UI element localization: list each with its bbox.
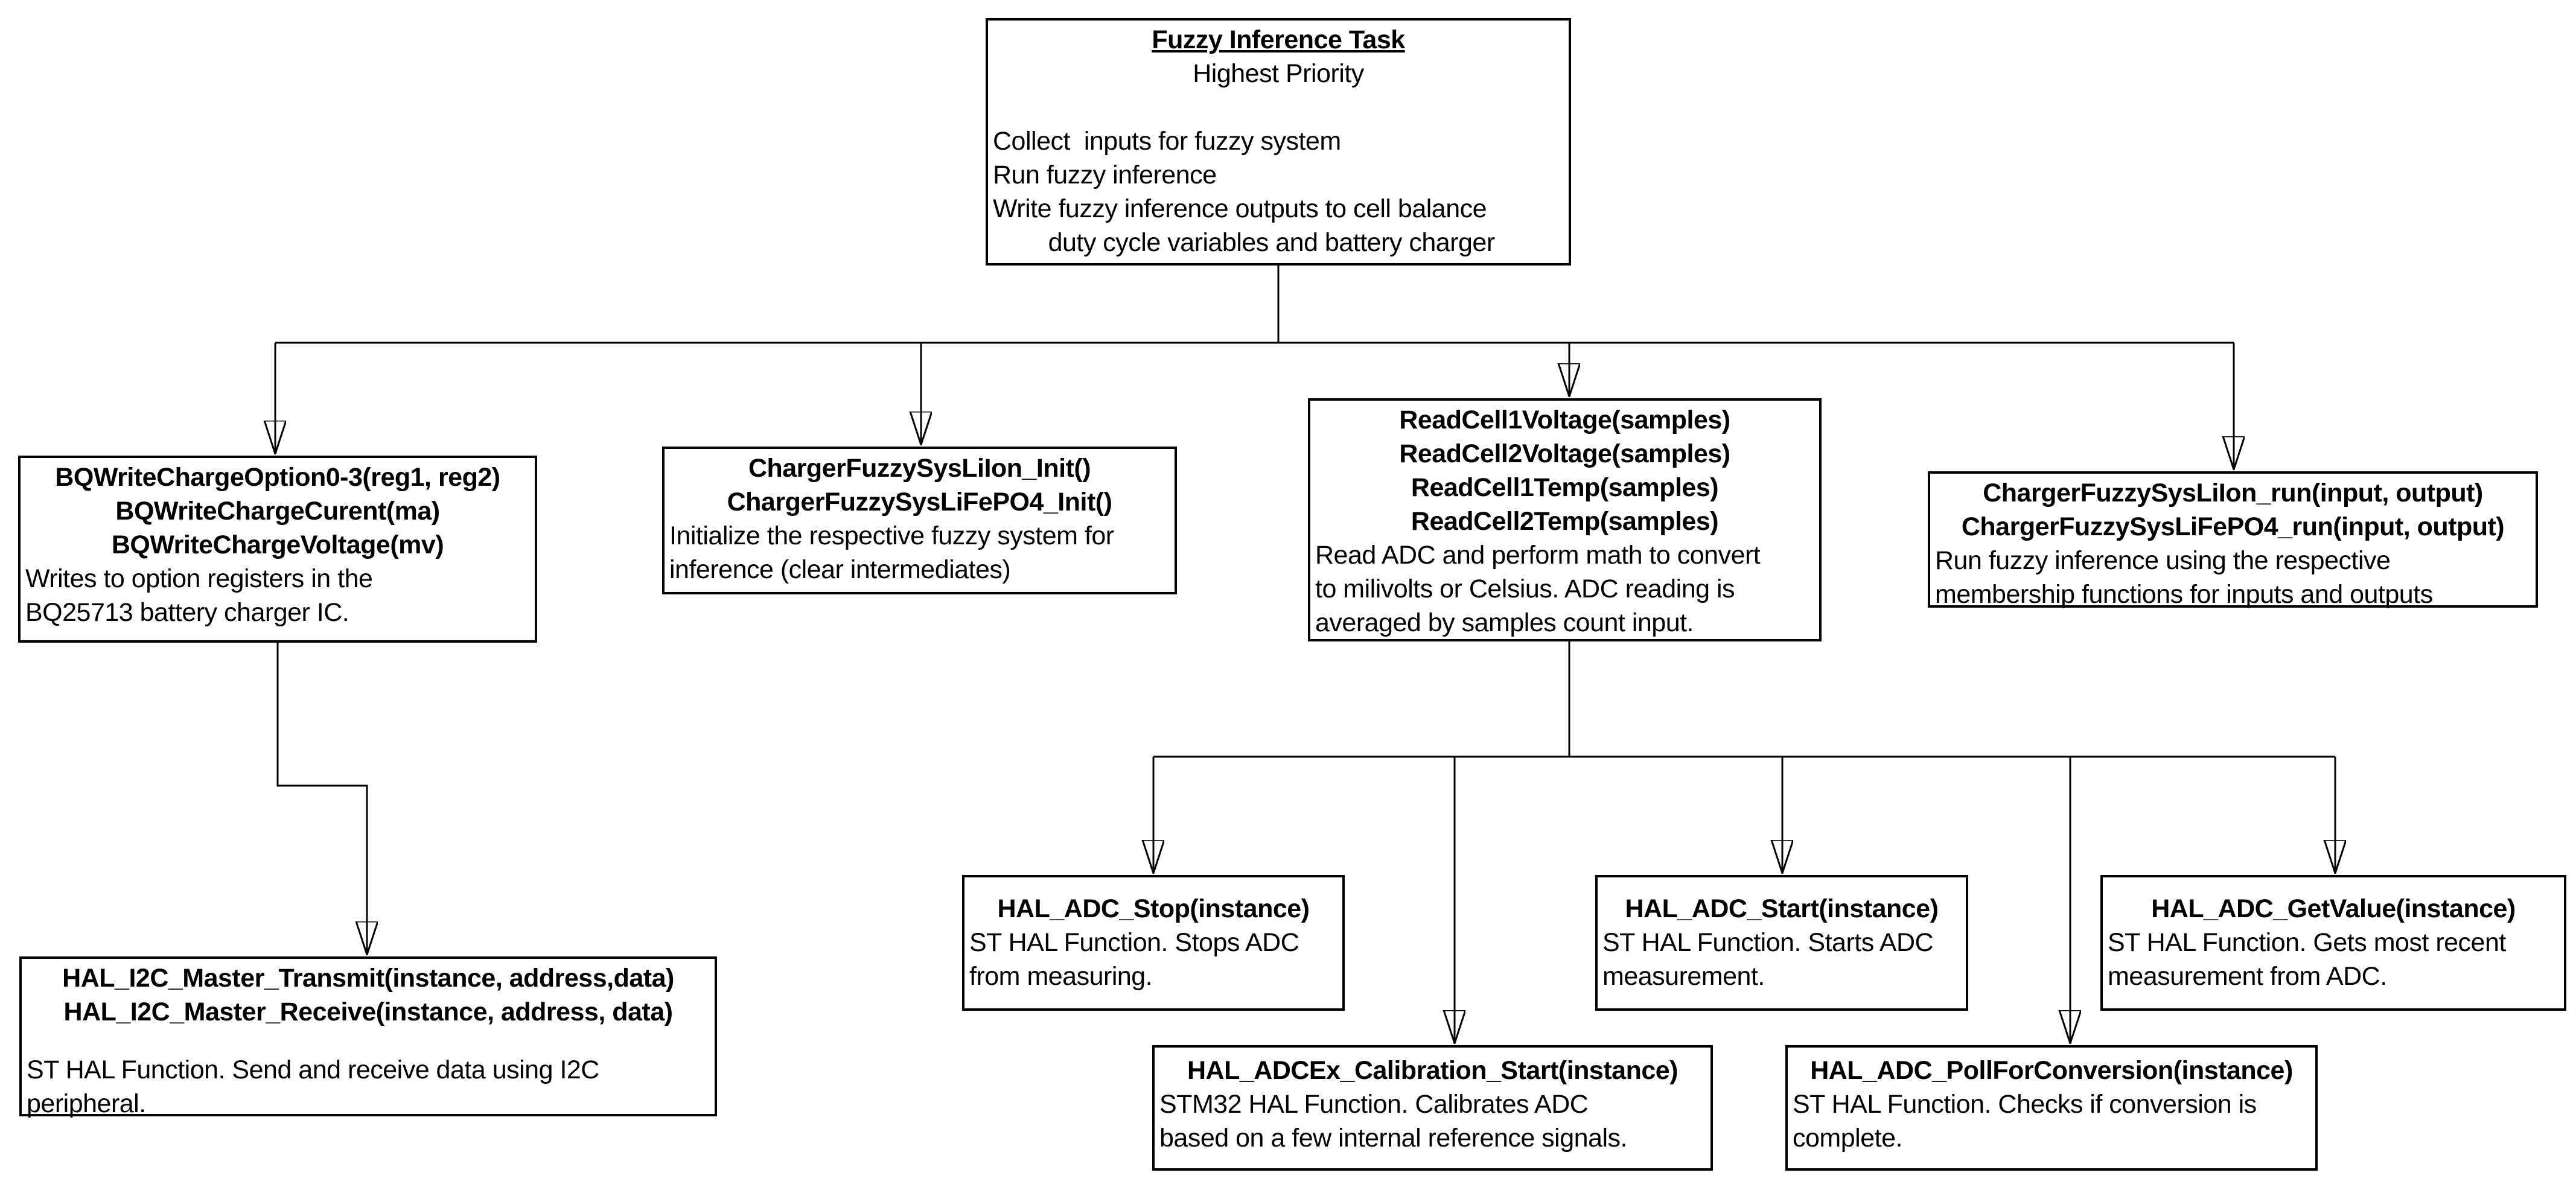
node-title: Fuzzy Inference Task — [1152, 25, 1405, 54]
arrow-bqwrite-to-hal-i2c — [276, 643, 367, 953]
node-title: BQWriteChargeOption0-3(reg1, reg2) BQWri… — [55, 463, 500, 559]
node-hal-adc-start: HAL_ADC_Start(instance) ST HAL Function.… — [1595, 875, 1968, 1011]
node-hal-adcex-calibration-start: HAL_ADCEx_Calibration_Start(instance) ST… — [1152, 1045, 1713, 1171]
node-hal-i2c: HAL_I2C_Master_Transmit(instance, addres… — [19, 956, 717, 1118]
node-hal-adc-stop: HAL_ADC_Stop(instance) ST HAL Function. … — [962, 875, 1345, 1011]
node-body: Collect inputs for fuzzy system Run fuzz… — [993, 127, 1495, 257]
node-title: HAL_I2C_Master_Transmit(instance, addres… — [62, 964, 674, 1026]
node-body: ST HAL Function. Send and receive data u… — [27, 1055, 599, 1118]
node-title: HAL_ADC_Start(instance) — [1625, 894, 1939, 923]
node-body: ST HAL Function. Checks if conversion is… — [1793, 1090, 2257, 1153]
node-body: STM32 HAL Function. Calibrates ADC based… — [1159, 1090, 1627, 1153]
node-subtitle: Highest Priority — [1193, 59, 1364, 88]
node-body: Read ADC and perform math to convert to … — [1315, 541, 1761, 637]
node-title: ChargerFuzzySysLiIon_run(input, output) … — [1961, 479, 2505, 541]
node-body: Initialize the respective fuzzy system f… — [669, 521, 1114, 584]
node-title: HAL_ADCEx_Calibration_Start(instance) — [1187, 1056, 1679, 1085]
node-body: Run fuzzy inference using the respective… — [1935, 546, 2433, 609]
node-body: ST HAL Function. Starts ADC measurement. — [1602, 928, 1934, 991]
node-bq-write-charge: BQWriteChargeOption0-3(reg1, reg2) BQWri… — [18, 456, 537, 643]
node-hal-adc-pollforconversion: HAL_ADC_PollForConversion(instance) ST H… — [1785, 1045, 2318, 1171]
node-title: HAL_ADC_GetValue(instance) — [2151, 894, 2516, 923]
node-body: ST HAL Function. Stops ADC from measurin… — [969, 928, 1299, 991]
node-body: ST HAL Function. Gets most recent measur… — [2108, 928, 2506, 991]
node-hal-adc-getvalue: HAL_ADC_GetValue(instance) ST HAL Functi… — [2100, 875, 2566, 1011]
node-title: HAL_ADC_Stop(instance) — [997, 894, 1310, 923]
node-title: HAL_ADC_PollForConversion(instance) — [1810, 1056, 2293, 1085]
node-charger-fuzzy-run: ChargerFuzzySysLiIon_run(input, output) … — [1928, 471, 2538, 609]
node-charger-fuzzy-init: ChargerFuzzySysLiIon_Init() ChargerFuzzy… — [662, 447, 1177, 594]
node-body: Writes to option registers in the BQ2571… — [25, 564, 373, 627]
node-title: ReadCell1Voltage(samples) ReadCell2Volta… — [1399, 406, 1730, 536]
node-title: ChargerFuzzySysLiIon_Init() ChargerFuzzy… — [727, 454, 1112, 517]
node-fuzzy-inference-task: Fuzzy Inference Task Highest Priority Co… — [986, 18, 1571, 266]
node-read-cells: ReadCell1Voltage(samples) ReadCell2Volta… — [1308, 398, 1822, 641]
